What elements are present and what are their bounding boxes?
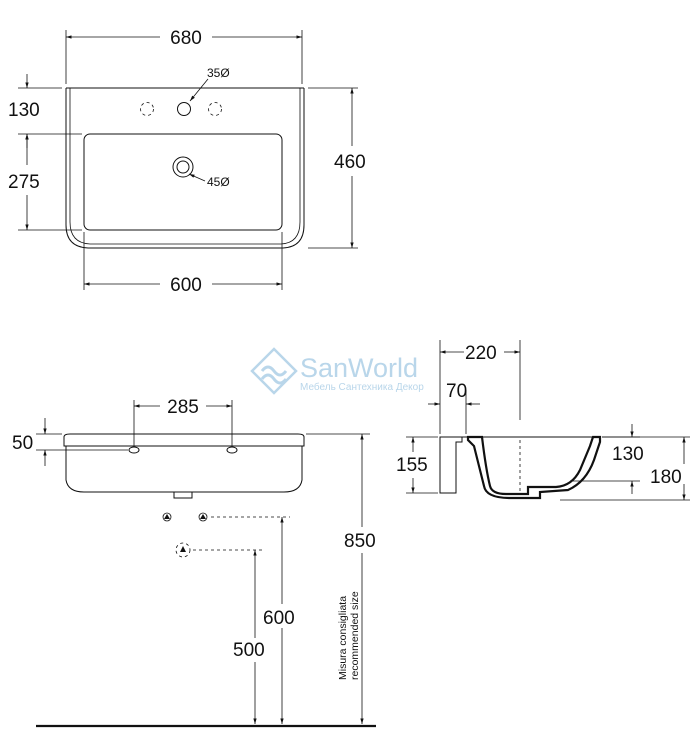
dim-waste-height: 500 xyxy=(233,640,265,661)
side-view-bowl-section xyxy=(466,435,602,500)
dim-side-depth: 220 xyxy=(465,343,497,364)
top-view: 680 35Ø 45Ø 130 275 460 600 xyxy=(8,28,366,296)
dim-inlet-height: 600 xyxy=(263,608,295,629)
watermark: SanWorld Мебель Сантехника Декор xyxy=(250,347,424,395)
dim-top-width: 680 xyxy=(170,28,202,49)
watermark-tagline: Мебель Сантехника Декор xyxy=(300,381,424,393)
dim-tap-hole: 35Ø xyxy=(207,66,230,80)
tap-hole-center xyxy=(177,102,191,116)
top-view-bowl xyxy=(83,133,283,231)
top-view-outer-outline xyxy=(65,88,305,249)
leader-line xyxy=(189,78,209,102)
drain-hole-inner xyxy=(176,160,190,174)
dim-side-offset: 70 xyxy=(446,381,467,402)
dim-drain-hole: 45Ø xyxy=(207,175,230,189)
dim-fixing-distance: 285 xyxy=(167,397,199,418)
water-inlet-right-icon xyxy=(198,512,208,522)
fixing-hole-right xyxy=(226,446,238,454)
drain-hole-outer xyxy=(172,156,194,178)
dim-mount-height: 850 xyxy=(344,531,376,552)
dim-rim-depth: 130 xyxy=(8,100,40,121)
leader-line xyxy=(188,173,206,182)
dim-side-height-180: 180 xyxy=(650,467,682,488)
tap-hole-left xyxy=(140,102,154,116)
watermark-logo-icon xyxy=(250,347,298,395)
waste-outlet-icon xyxy=(175,542,191,558)
water-inlet-left-icon xyxy=(162,512,172,522)
dim-front-rim: 50 xyxy=(12,433,33,454)
recommended-size-note: Misura consigliata recommended size xyxy=(337,591,361,680)
front-view: 285 50 500 600 850 xyxy=(12,397,376,728)
front-view-bowl xyxy=(65,446,303,493)
front-view-waste xyxy=(173,491,193,499)
top-view-outer-outline-inner xyxy=(69,88,301,245)
note-line-1: Misura consigliata xyxy=(337,596,349,680)
dim-basin-width: 600 xyxy=(170,275,202,296)
fixing-hole-left xyxy=(128,446,140,454)
dim-side-height-155: 155 xyxy=(396,455,428,476)
tap-hole-right xyxy=(208,102,222,116)
dim-basin-depth: 275 xyxy=(8,172,40,193)
watermark-name: SanWorld xyxy=(300,353,418,383)
dim-side-height-130: 130 xyxy=(612,444,644,465)
note-line-2: recommended size xyxy=(349,591,361,680)
dim-total-depth: 460 xyxy=(334,152,366,173)
side-view: 220 70 155 130 180 xyxy=(396,340,690,501)
side-view-wall-part xyxy=(439,436,463,494)
front-view-rim xyxy=(63,433,305,447)
